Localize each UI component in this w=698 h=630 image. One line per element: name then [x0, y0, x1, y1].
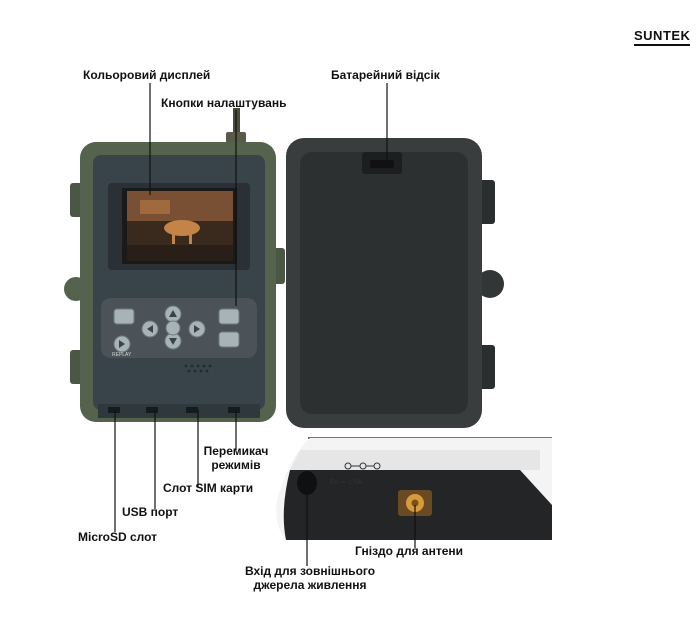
label-usb-port: USB порт	[122, 505, 179, 519]
label-microsd-slot: MicroSD слот	[78, 530, 158, 544]
color-display	[127, 191, 233, 261]
sim-slot	[186, 407, 198, 413]
mode-switch	[228, 407, 240, 413]
label-power-input-line1: Вхід для зовнішнього	[244, 564, 376, 578]
usb-port	[146, 407, 158, 413]
label-antenna-socket: Гніздо для антени	[355, 544, 464, 558]
leader-lines	[114, 83, 416, 566]
power-rating-text: 6V ⎓ 1.5A	[330, 479, 363, 486]
port-closeup: 6V ⎓ 1.5A	[276, 437, 552, 540]
ok-button	[218, 331, 240, 348]
shot-button	[218, 308, 240, 325]
label-mode-switch-line1: Перемикач	[203, 444, 269, 458]
label-power-input-line2: джерела живлення	[253, 578, 367, 592]
camera-body: REPLAY	[64, 108, 285, 422]
replay-text: REPLAY	[112, 352, 132, 358]
label-color-display: Кольоровий дисплей	[83, 68, 211, 82]
center-button	[165, 320, 181, 336]
label-mode-switch: Перемикач режимів	[200, 444, 272, 472]
label-mode-switch-line2: режимів	[211, 458, 261, 472]
label-settings-buttons: Кнопки налаштувань	[161, 96, 287, 110]
speaker-grille	[184, 364, 212, 373]
menu-button	[113, 308, 135, 325]
microsd-slot	[108, 407, 120, 413]
label-sim-slot: Слот SIM карти	[163, 481, 254, 495]
battery-lid	[286, 138, 504, 428]
battery-compartment	[300, 152, 468, 414]
brand-logo: SUNTEK	[634, 28, 691, 46]
label-battery-compartment: Батарейний відсік	[331, 68, 440, 82]
label-power-input: Вхід для зовнішнього джерела живлення	[236, 564, 384, 592]
